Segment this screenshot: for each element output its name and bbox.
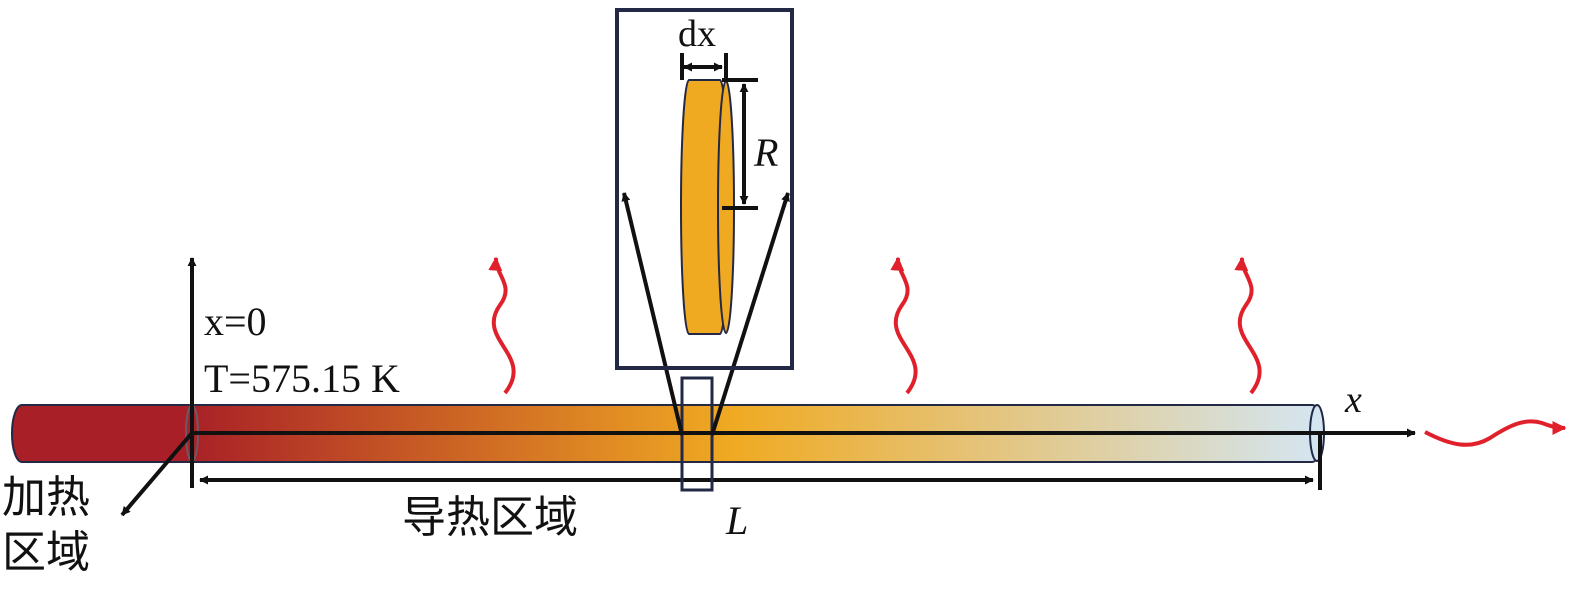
zoom-line-left	[621, 192, 684, 436]
conduction-region-label: 导热区域	[402, 492, 578, 543]
temperature-condition-label: T=575.15 K	[204, 356, 400, 401]
length-label: L	[725, 498, 748, 543]
origin-condition-label: x=0	[204, 299, 267, 344]
x-axis-label: x	[1344, 379, 1362, 421]
heating-region-label-line2: 区域	[2, 527, 90, 578]
dx-label: dx	[678, 13, 716, 55]
heat-wave-icon	[890, 256, 918, 395]
heat-wave-icons	[488, 256, 1567, 447]
depth-axis-arrow	[120, 431, 194, 517]
heating-region-label-line1: 加热	[2, 472, 90, 523]
heat-wave-icon	[1424, 419, 1567, 447]
length-dimension	[199, 435, 1322, 490]
heat-wave-icon	[1234, 256, 1262, 395]
inset-frame	[615, 8, 794, 370]
zoom-line-right	[710, 192, 790, 436]
heat-wave-icon	[488, 256, 516, 395]
slice-inset	[615, 8, 794, 370]
radius-label: R	[753, 130, 778, 175]
